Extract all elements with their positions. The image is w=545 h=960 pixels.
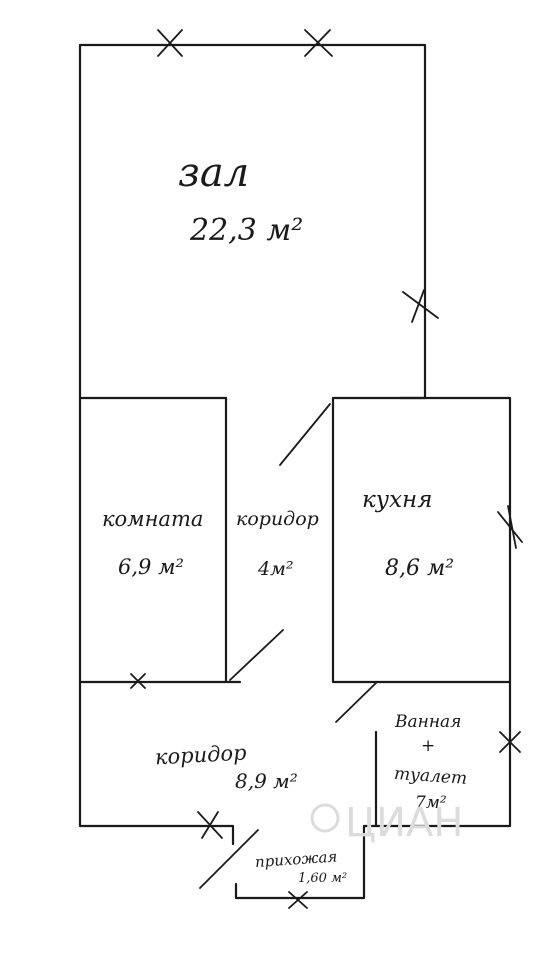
- door-bathroom: [335, 681, 378, 723]
- vannaya-area: 7м²: [415, 793, 447, 813]
- komnata-name: комната: [102, 507, 203, 531]
- left-room-walls: [78, 396, 235, 828]
- komnata-area: 6,9 м²: [118, 555, 184, 579]
- doors: [199, 403, 378, 889]
- koridor-center-area: 4м²: [257, 558, 293, 580]
- window-mark-prihozhaya-bottom: [288, 891, 308, 909]
- zal-name: зал: [178, 150, 249, 196]
- room-labels: зал 22,3 м² комната 6,9 м² коридор 4м² к…: [102, 150, 468, 886]
- window-mark-corridor-bottom: [197, 811, 223, 839]
- window-mark-komnata-bottom: [130, 673, 146, 689]
- vannaya-line2: +: [421, 736, 435, 756]
- koridor-bottom-name: коридор: [154, 741, 247, 770]
- window-mark-top-left: [157, 29, 183, 57]
- prihozhaya-name: прихожая: [254, 847, 337, 871]
- door-zal-corridor: [279, 403, 331, 466]
- koridor-bottom-area: 8,9 м²: [235, 769, 298, 793]
- watermark-text: ЦИАН: [345, 800, 463, 846]
- window-mark-kuhnya-right: [497, 505, 523, 549]
- vannaya-line3: туалет: [393, 764, 467, 789]
- kuhnya-walls: [331, 396, 512, 828]
- kuhnya-name: кухня: [362, 487, 432, 513]
- kuhnya-area: 8,6 м²: [385, 556, 454, 581]
- door-komnata-corridor: [229, 629, 284, 681]
- door-entrance: [199, 829, 259, 889]
- zal-walls: [78, 43, 427, 400]
- watermark-logo: [310, 803, 340, 833]
- vannaya-line1: Ванная: [394, 712, 461, 732]
- windows: [130, 29, 523, 909]
- koridor-center-name: коридор: [236, 508, 319, 530]
- prihozhaya-area: 1,60 м²: [298, 871, 347, 886]
- walls: [78, 43, 512, 900]
- kuhnya-left-wall: [331, 396, 512, 684]
- window-mark-zal-right: [402, 289, 439, 323]
- komnata-right-wall: [78, 396, 228, 684]
- window-mark-bathroom-right: [499, 731, 521, 753]
- zal-area: 22,3 м²: [189, 213, 303, 248]
- watermark: ЦИАН: [310, 800, 463, 846]
- window-mark-top-right: [304, 29, 333, 57]
